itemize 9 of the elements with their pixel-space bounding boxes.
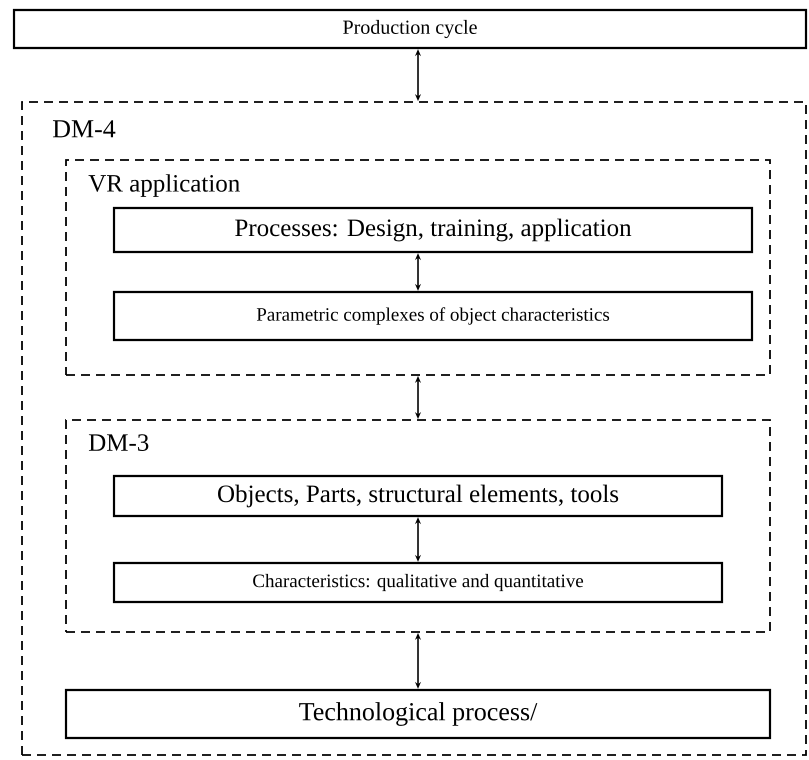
process-box: Technological process/ (64, 688, 772, 740)
group-heading: VR application (88, 174, 240, 197)
process-box: Production cycle (12, 8, 808, 50)
group-heading: DM-3 (88, 434, 148, 451)
process-box: Processes: Design, training, application (112, 206, 754, 254)
group-heading: DM-4 (52, 120, 116, 138)
process-box: Characteristics: qualitative and quantitative (112, 562, 724, 604)
process-box: Parametric complexes of object characteristics (112, 290, 754, 342)
process-box: Objects, Parts, structural elements, tools (112, 474, 724, 518)
